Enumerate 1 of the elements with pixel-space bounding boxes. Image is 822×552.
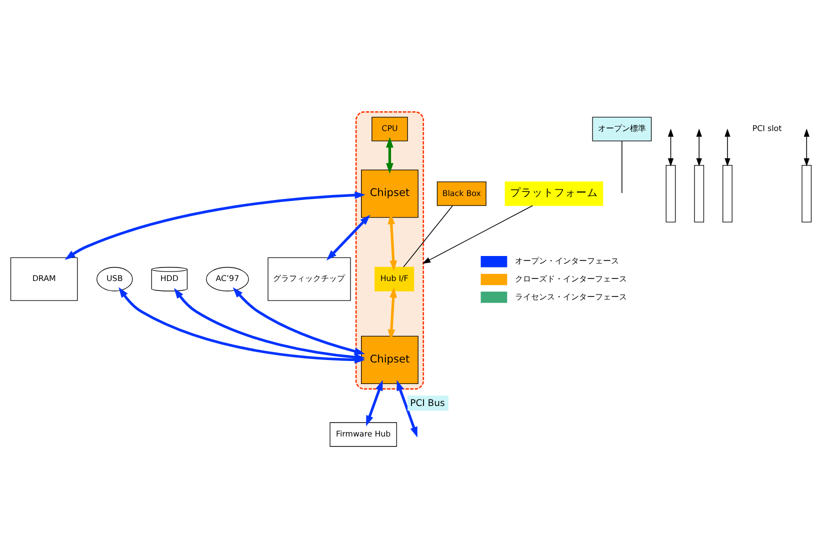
edge-label: PCI Bus: [410, 397, 445, 408]
